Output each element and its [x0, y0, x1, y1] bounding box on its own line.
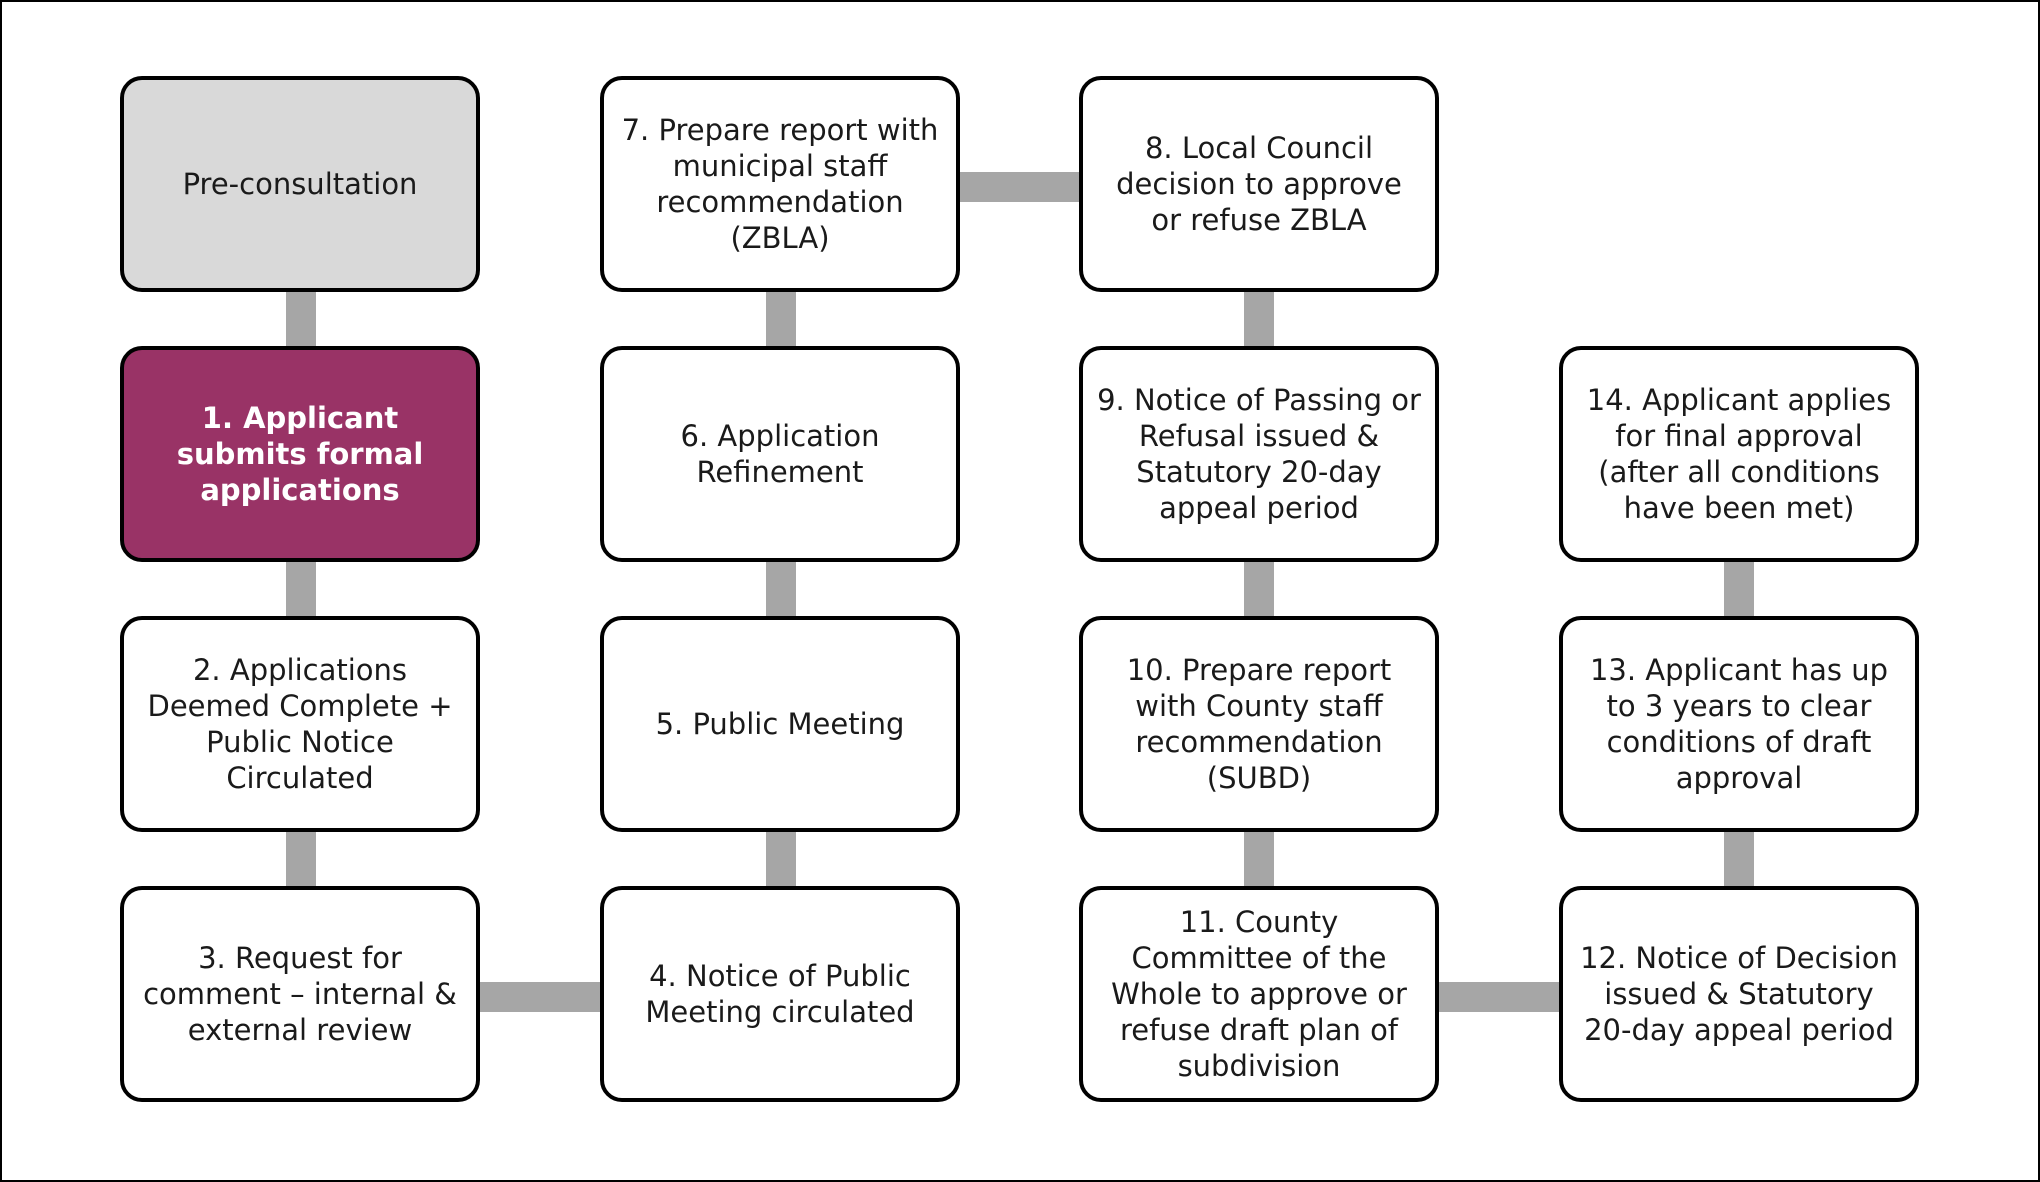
- connector-8-to-9: [1244, 292, 1274, 348]
- connector-11-to-12: [1434, 982, 1562, 1012]
- step-13-box: 13. Applicant has up to 3 years to clear…: [1559, 616, 1919, 832]
- connector-13-to-14: [1724, 562, 1754, 618]
- step-2-box: 2. Applications Deemed Complete + Public…: [120, 616, 480, 832]
- step-12-label: 12. Notice of Decision issued & Statutor…: [1580, 941, 1898, 1047]
- step-11-label: 11. County Committee of the Whole to app…: [1111, 905, 1407, 1083]
- step-4-label: 4. Notice of Public Meeting circulated: [645, 959, 915, 1029]
- step-6-box: 6. Application Refinement: [600, 346, 960, 562]
- connector-pre-to-1: [286, 292, 316, 348]
- step-2-label: 2. Applications Deemed Complete + Public…: [147, 653, 453, 795]
- step-5-box: 5. Public Meeting: [600, 616, 960, 832]
- connector-2-to-3: [286, 832, 316, 888]
- connector-3-to-4: [476, 982, 604, 1012]
- connector-5-to-6: [766, 562, 796, 618]
- connector-10-to-11: [1244, 832, 1274, 888]
- connector-1-to-2: [286, 562, 316, 618]
- connector-7-to-8: [956, 172, 1084, 202]
- step-13-label: 13. Applicant has up to 3 years to clear…: [1589, 653, 1889, 795]
- step-14-label: 14. Applicant applies for final approval…: [1586, 383, 1892, 525]
- step-4-box: 4. Notice of Public Meeting circulated: [600, 886, 960, 1102]
- step-pre-consultation-label: Pre-consultation: [182, 167, 418, 201]
- step-11-box: 11. County Committee of the Whole to app…: [1079, 886, 1439, 1102]
- connector-4-to-5: [766, 832, 796, 888]
- step-9-box: 9. Notice of Passing or Refusal issued &…: [1079, 346, 1439, 562]
- connector-9-to-10: [1244, 562, 1274, 618]
- step-pre-consultation: Pre-consultation: [120, 76, 480, 292]
- step-14-box: 14. Applicant applies for final approval…: [1559, 346, 1919, 562]
- step-12-box: 12. Notice of Decision issued & Statutor…: [1559, 886, 1919, 1102]
- step-1-box: 1. Applicant submits formal applications: [120, 346, 480, 562]
- step-9-label: 9. Notice of Passing or Refusal issued &…: [1097, 383, 1421, 525]
- connector-6-to-7: [766, 292, 796, 348]
- step-8-box: 8. Local Council decision to approve or …: [1079, 76, 1439, 292]
- step-10-label: 10. Prepare report with County staff rec…: [1126, 653, 1392, 795]
- step-7-label: 7. Prepare report with municipal staff r…: [621, 113, 939, 255]
- step-5-label: 5. Public Meeting: [655, 707, 905, 741]
- step-1-label: 1. Applicant submits formal applications: [176, 401, 424, 507]
- step-3-label: 3. Request for comment – internal & exte…: [143, 941, 457, 1047]
- step-7-box: 7. Prepare report with municipal staff r…: [600, 76, 960, 292]
- step-10-box: 10. Prepare report with County staff rec…: [1079, 616, 1439, 832]
- step-8-label: 8. Local Council decision to approve or …: [1116, 131, 1402, 237]
- step-6-label: 6. Application Refinement: [680, 419, 880, 489]
- step-3-box: 3. Request for comment – internal & exte…: [120, 886, 480, 1102]
- connector-12-to-13: [1724, 832, 1754, 888]
